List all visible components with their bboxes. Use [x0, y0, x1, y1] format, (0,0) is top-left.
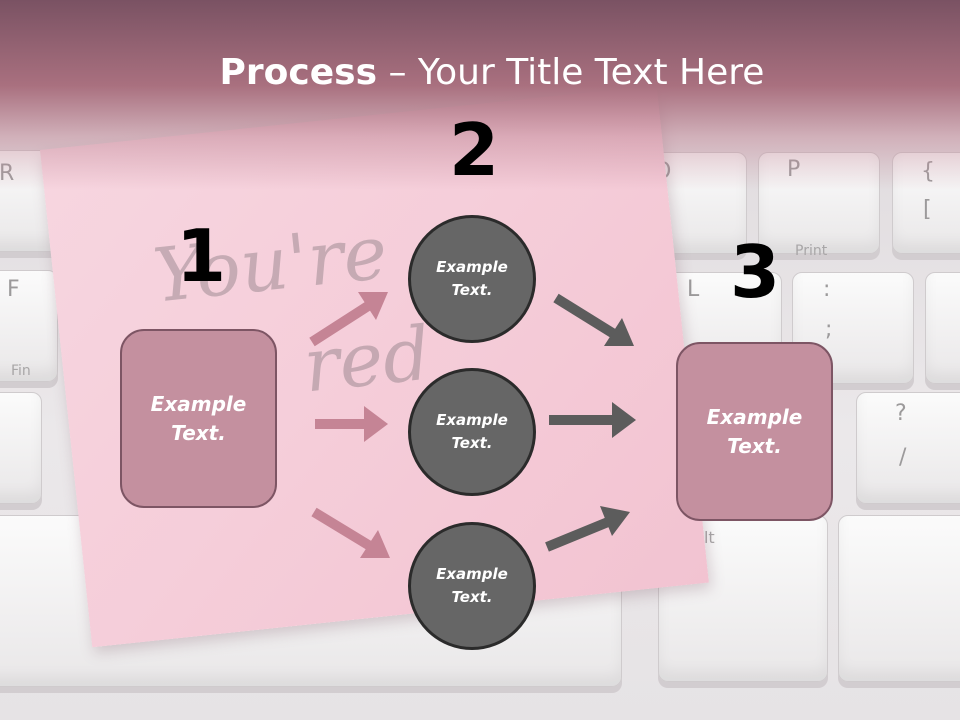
gray-arrow-middle — [549, 402, 636, 438]
pink-arrow-up — [309, 292, 388, 347]
step-3-label: Example Text. — [706, 404, 803, 458]
keyboard-key — [838, 515, 960, 682]
step-1-label: Example Text. — [150, 391, 247, 445]
key-letter: ; — [825, 317, 833, 342]
step-2-label: Example Text. — [436, 411, 508, 452]
gray-arrow-down — [553, 293, 634, 346]
pink-arrow-down — [311, 507, 390, 558]
pink-arrow-middle — [315, 406, 388, 442]
title-rest: – Your Title Text Here — [377, 52, 765, 93]
key-letter: F — [7, 277, 20, 302]
key-letter: [ — [923, 197, 932, 222]
step-number-1: 1 — [176, 214, 227, 298]
title-bold: Process — [219, 52, 378, 93]
step-2-circle-middle: Example Text. — [408, 368, 536, 496]
step-2-label: Example Text. — [436, 565, 508, 606]
keyboard-key: F Fin — [0, 270, 58, 382]
gray-arrow-up — [545, 506, 630, 552]
keyboard-key: ?/ — [856, 392, 960, 504]
step-2-circle-top: Example Text. — [408, 215, 536, 343]
slide-title: Process – Your Title Text Here — [0, 52, 960, 93]
keyboard-key: :; — [792, 272, 914, 384]
title-band — [0, 0, 960, 190]
key-letter: : — [823, 277, 831, 302]
key-letter: ? — [895, 401, 907, 426]
keyboard-key — [925, 272, 960, 384]
key-letter: L — [687, 277, 700, 302]
step-2-circle-bottom: Example Text. — [408, 522, 536, 650]
step-number-2: 2 — [449, 108, 500, 192]
keyboard-key — [0, 392, 42, 504]
key-sublabel: Fin — [11, 363, 31, 379]
step-2-label: Example Text. — [436, 258, 508, 299]
step-3-box: Example Text. — [676, 342, 833, 521]
step-number-3: 3 — [730, 230, 781, 314]
step-1-box: Example Text. — [120, 329, 277, 508]
key-sublabel: Print — [795, 243, 828, 259]
key-letter: / — [899, 445, 907, 470]
